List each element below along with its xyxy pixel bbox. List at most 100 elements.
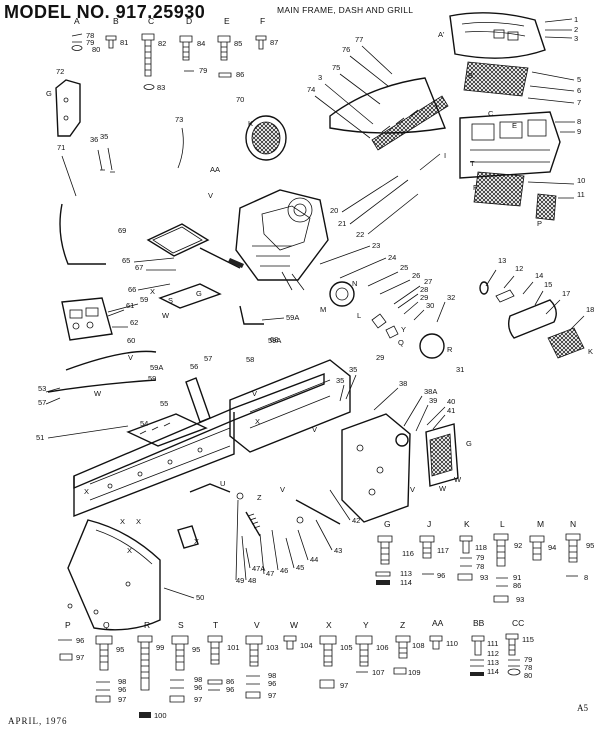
callout-59A: 59A — [286, 313, 299, 322]
hw-W-num-1: 104 — [300, 641, 313, 650]
part-letter-L-center: L — [357, 311, 361, 320]
dash-panel-65-shape — [61, 297, 113, 341]
hw-letter-J: J — [427, 519, 431, 529]
hw-letter-S: S — [178, 620, 184, 630]
hw-A-num-3: 80 — [92, 45, 100, 54]
motor-relay-parts: 25 26 27 28 29 30 32 M N L 31 Q R 29 Y — [320, 263, 464, 374]
callout-8: 8 — [577, 117, 581, 126]
part-letter-N-center: N — [352, 279, 357, 288]
callout-77: 77 — [355, 35, 363, 44]
callout-7: 7 — [577, 98, 581, 107]
part-letter-V-frame: V — [312, 425, 317, 434]
callout-44: 44 — [310, 555, 318, 564]
callout-3b: 3 — [318, 73, 322, 82]
hw-X-num-2: 97 — [340, 681, 348, 690]
hw-S-num-4: 97 — [194, 695, 202, 704]
hw-S-num-3: 96 — [194, 683, 202, 692]
hw-S-num-1: 95 — [192, 645, 200, 654]
callout-45: 45 — [296, 563, 304, 572]
hw-CC-num-4: 80 — [524, 671, 532, 680]
hw-P-num-2: 97 — [76, 653, 84, 662]
hw-N-bolt-shape — [565, 533, 581, 563]
hw-M-bolt-shape — [529, 535, 545, 561]
part-letter-G-left: G — [46, 89, 52, 98]
hw-letter-BB: BB — [473, 618, 485, 628]
callout-60: 59A — [268, 336, 281, 345]
hw-BB-screw-shape — [471, 635, 485, 656]
washer-13-shape — [479, 281, 489, 295]
callout-32: 32 — [447, 293, 455, 302]
callout-65: 62 — [130, 318, 138, 327]
callout-50: 50 — [196, 593, 204, 602]
callout-54: 54 — [140, 419, 148, 428]
part-letter-BB: S — [168, 296, 173, 305]
part-letter-M-center: M — [320, 305, 326, 314]
cylinder-17-shape — [507, 299, 557, 339]
callout-1: 1 — [574, 15, 578, 24]
hw-S-bolt-shape — [171, 635, 189, 671]
hw-T-num-1: 101 — [227, 643, 240, 652]
callout-66: 65 — [122, 256, 130, 265]
hw-T-bolt-shape — [207, 635, 223, 665]
part-letter-P: P — [537, 219, 542, 228]
hw-letter-AA: AA — [432, 618, 444, 628]
hw-letter-P: P — [65, 620, 71, 630]
hw-letter-W: W — [290, 620, 298, 630]
hw-D-num-2: 79 — [199, 66, 207, 75]
battery-plate-41-shape — [425, 423, 459, 487]
part-letter-X-frame: X — [255, 417, 260, 426]
part-letter-S-panel: X — [127, 546, 132, 555]
hw-CC-num-2: 79 — [524, 655, 532, 664]
callout-58: 58 — [246, 355, 254, 364]
callout-25: 25 — [400, 263, 408, 272]
callout-9: 9 — [577, 127, 581, 136]
callout-27: 27 — [424, 277, 432, 286]
callout-21: 21 — [338, 219, 346, 228]
cylinder-18-mesh — [547, 327, 585, 359]
hw-B-screw-shape — [105, 35, 117, 49]
hw-CC-num-3: 78 — [524, 663, 532, 672]
callout-67: 66 — [128, 285, 136, 294]
hw-Z-bolt-shape — [395, 635, 411, 659]
steering-frame-left: 60 59A 59 53 57 51 54 55 57 56 58 59A 68… — [36, 335, 281, 447]
callout-59: 59 — [140, 295, 148, 304]
callout-57-left: 57 — [38, 398, 46, 407]
hw-N-num-1: 95 — [586, 541, 594, 550]
hw-letter-F: F — [260, 16, 265, 26]
callout-40: 40 — [447, 397, 455, 406]
hardware-row-top: A B C D E F 78 79 80 81 82 83 84 7 — [71, 16, 278, 92]
rod-72-shape — [59, 203, 106, 265]
part-letter-W-plate-2: W — [454, 475, 462, 484]
hw-S-num-2: 98 — [194, 675, 202, 684]
hw-P-shape — [58, 639, 73, 661]
rod-61-shape — [47, 379, 157, 393]
callout-76: 76 — [342, 45, 350, 54]
callout-64: 61 — [126, 301, 134, 310]
part-letter-U: U — [220, 479, 225, 488]
hw-Q-bolt-shape — [95, 635, 113, 671]
hw-letter-C: C — [148, 16, 154, 26]
hw-Q-num-2: 98 — [118, 677, 126, 686]
part-letter-V-left: V — [128, 353, 133, 362]
part-letter-E: E — [512, 121, 517, 130]
hw-Q-num-4: 97 — [118, 695, 126, 704]
callout-39: 39 — [429, 396, 437, 405]
hw-Y-num-2: 107 — [372, 668, 385, 677]
callout-35: 35 — [349, 365, 357, 374]
hw-AA-num-1: 110 — [446, 639, 458, 648]
hw-letter-K: K — [464, 519, 470, 529]
callout-72: 71 — [57, 143, 65, 152]
hw-V-num-1: 103 — [266, 643, 279, 652]
left-misc-parts: 72 G 36 35 71 — [46, 67, 115, 265]
hw-V-num-3: 96 — [268, 679, 276, 688]
part-letter-Y-center: Y — [401, 325, 406, 334]
rod-42-shape — [295, 499, 341, 525]
hw-X-bolt-shape — [319, 635, 337, 667]
callout-29: 29 — [420, 293, 428, 302]
part-letter-B-prime: B' — [468, 71, 475, 80]
callout-55: 55 — [160, 399, 168, 408]
model-title: MODEL NO. 917.25930 — [4, 2, 206, 22]
hardware-row-bottom: P Q R S T V W X Y Z AA BB CC 96 97 95 98… — [58, 618, 534, 720]
callout-28: 28 — [420, 285, 428, 294]
hw-R-num-1: 99 — [156, 643, 164, 652]
